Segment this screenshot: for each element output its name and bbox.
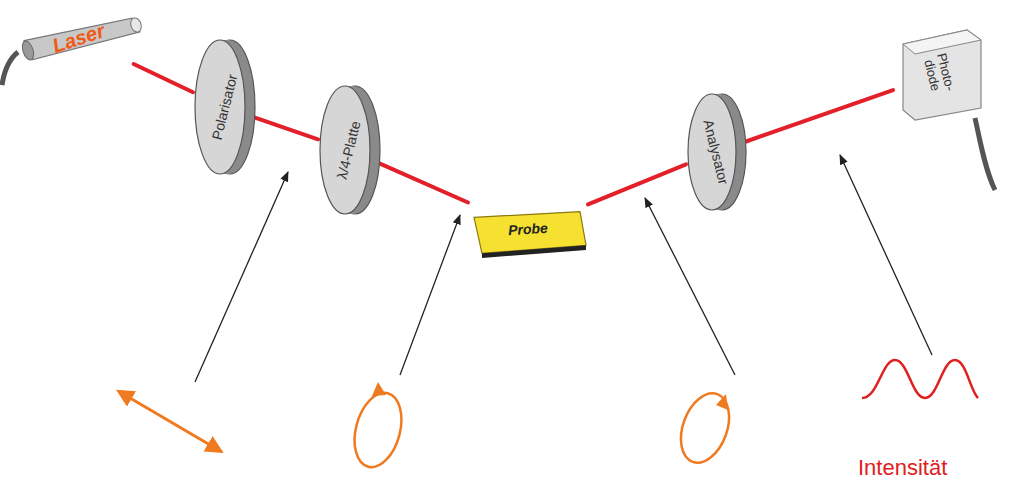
elliptical-polarization [672,387,738,470]
polarizer-disk: Polarisator [193,38,255,176]
laser-beam [746,90,893,141]
leader-arrow [645,198,735,375]
leader-arrow [840,155,932,355]
photodiode-cable [975,118,995,190]
laser-beam [134,64,193,92]
laser-source: Laser [14,12,144,64]
polarization-arrow [372,382,386,396]
leader-arrow [195,172,288,382]
elliptical-polarization [347,388,409,473]
intensity-wave [862,360,978,398]
signal-label: Intensität [858,455,947,481]
analyzer-disk: Analysator [686,92,746,212]
laser-beam [255,118,318,140]
component-label: Laser [50,19,108,57]
polarization-arrow [716,394,728,410]
linear-polarization [130,398,222,452]
component-label: Probe [508,220,549,239]
laser-cable [2,52,18,85]
laser-beam [588,164,686,204]
laser-beam [380,164,468,203]
quarter-wave-plate: λ/4-Platte [318,84,380,216]
sample-plate: Probe [468,200,588,258]
leader-arrow [400,215,460,375]
photodiode-box: Photo- diode [893,26,985,122]
